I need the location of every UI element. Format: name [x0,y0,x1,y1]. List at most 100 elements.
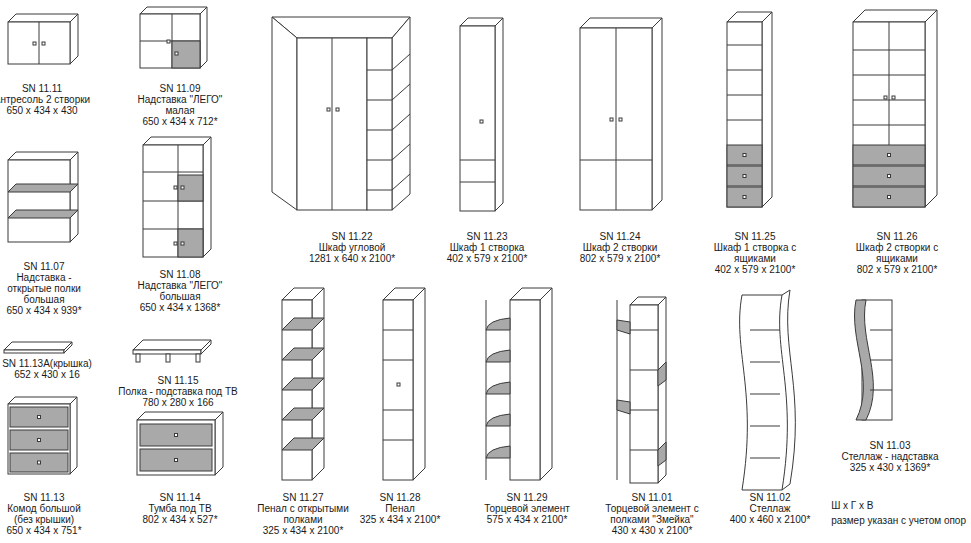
cabinet-side [200,7,207,68]
drawer [853,166,925,186]
caption-group: SN 11.25Шкаф 1 створка с ящиками402 x 57… [713,231,798,275]
furniture-line [750,394,780,395]
caption-group: SN 11.03Стеллаж - надставка325 x 430 x 1… [835,440,945,473]
caption-text: 430 x 430 x 2100* [602,525,702,536]
shelf [4,342,72,350]
furniture-line [383,410,413,411]
door-handle [167,40,170,43]
shelf [282,348,324,360]
door-handle [892,96,895,99]
caption-text: Пенал с открытыми полками [256,503,351,525]
door-handle [174,186,177,189]
cabinet-side [925,10,937,207]
furniture-line [392,174,410,190]
caption-text: Стеллаж [723,503,818,514]
cabinet-front [630,305,658,483]
drawer [10,407,68,427]
corner-shelf [617,320,630,334]
cabinet-side [272,17,297,210]
cabinet-side [392,17,410,210]
cabinet-front [143,145,203,257]
drawer [727,145,762,165]
door-handle [174,242,177,245]
caption-text: Стеллаж - надставка [835,451,945,462]
cabinet-front [853,22,925,207]
caption-text: SN 11.24 [565,231,675,242]
caption-text: 650 x 434 x 430 [0,105,92,116]
corner-shelf [486,350,510,362]
panel [64,342,72,353]
furniture-line [392,144,410,160]
panel [136,354,140,362]
shelf-unit [367,38,392,210]
cabinet-front [460,26,495,211]
cabinet-top [853,10,937,22]
caption-text: 650 x 434 x 751* [2,525,86,536]
shelf [282,378,324,390]
corner-shelf [658,362,666,386]
cabinet-side [203,137,211,257]
caption-text: SN 11.08 [133,269,228,280]
caption-group: SN 11.23Шкаф 1 створка402 x 579 x 2100* [432,231,542,264]
drawer [140,424,212,446]
caption-text: 652 x 430 x 16 [1,369,93,380]
cabinet-side [652,18,662,210]
caption-text: Тумба под ТВ [133,503,228,514]
furniture-line [460,160,495,161]
caption-text: 400 x 460 x 2100* [723,514,818,525]
caption-text: Ш x Г x В [831,498,966,513]
furniture-line [630,450,658,451]
caption-text: SN 11.23 [432,231,542,242]
drawer [10,453,68,472]
furniture-line [392,114,410,130]
caption-group: SN 11.24Шкаф 2 створки802 x 579 x 2100* [565,231,675,264]
drawer [10,430,68,450]
caption-text: размер указан с учетом опор [831,513,966,528]
door-handle [38,461,41,464]
door-handle [327,108,330,111]
furniture-line [616,28,617,210]
furniture-line [367,190,392,191]
furniture-line [750,458,780,459]
furniture-line [630,410,658,411]
furniture-line [853,75,925,76]
furniture-line [889,22,890,145]
furniture-line [367,70,392,71]
door-handle [336,108,339,111]
door-handle [181,242,184,245]
caption-group: SN 11.13A(крышка)652 x 430 x 16 [1,358,93,380]
furniture-line [727,95,762,96]
cabinet-side [70,152,78,242]
cabinet-front [297,38,367,210]
caption-text: SN 11.13 [2,492,86,503]
cabinet-front [137,420,215,475]
furniture-line [870,390,892,391]
panel [133,350,201,354]
caption-text: SN 11.02 [723,492,818,503]
shelf [133,340,211,350]
door-handle [175,52,178,55]
caption-text: Комод большой (без крышки) [2,503,86,525]
door-handle [888,196,891,199]
furniture-line [727,70,762,71]
door-handle [38,416,41,419]
caption-text: SN 11.27 [256,492,351,503]
caption-group: SN 11.01Торцевой элемент с полками "Змей… [602,492,702,536]
shelf [282,408,324,420]
furniture-line [727,120,762,121]
caption-group: SN 11.15Полка - подставка под ТВ780 x 28… [108,375,248,408]
caption-text: SN 11.22 [292,231,412,242]
furniture-line [580,160,652,161]
furniture-line [853,125,925,126]
cabinet-side [215,412,223,475]
caption-group: SN 11.08Надставка "ЛЕГО" большая650 x 43… [133,269,228,313]
caption-group: SN 11.29Торцевой элемент575 x 434 x 2100… [477,492,577,525]
caption-text: 650 x 434 x 1368* [133,302,228,313]
cabinet-side [762,12,772,207]
door-handle [743,196,746,199]
caption-text: SN 11.25 [713,231,798,242]
furniture-line [727,45,762,46]
caption-text: SN 11.07 [2,261,86,272]
door-handle [888,175,891,178]
